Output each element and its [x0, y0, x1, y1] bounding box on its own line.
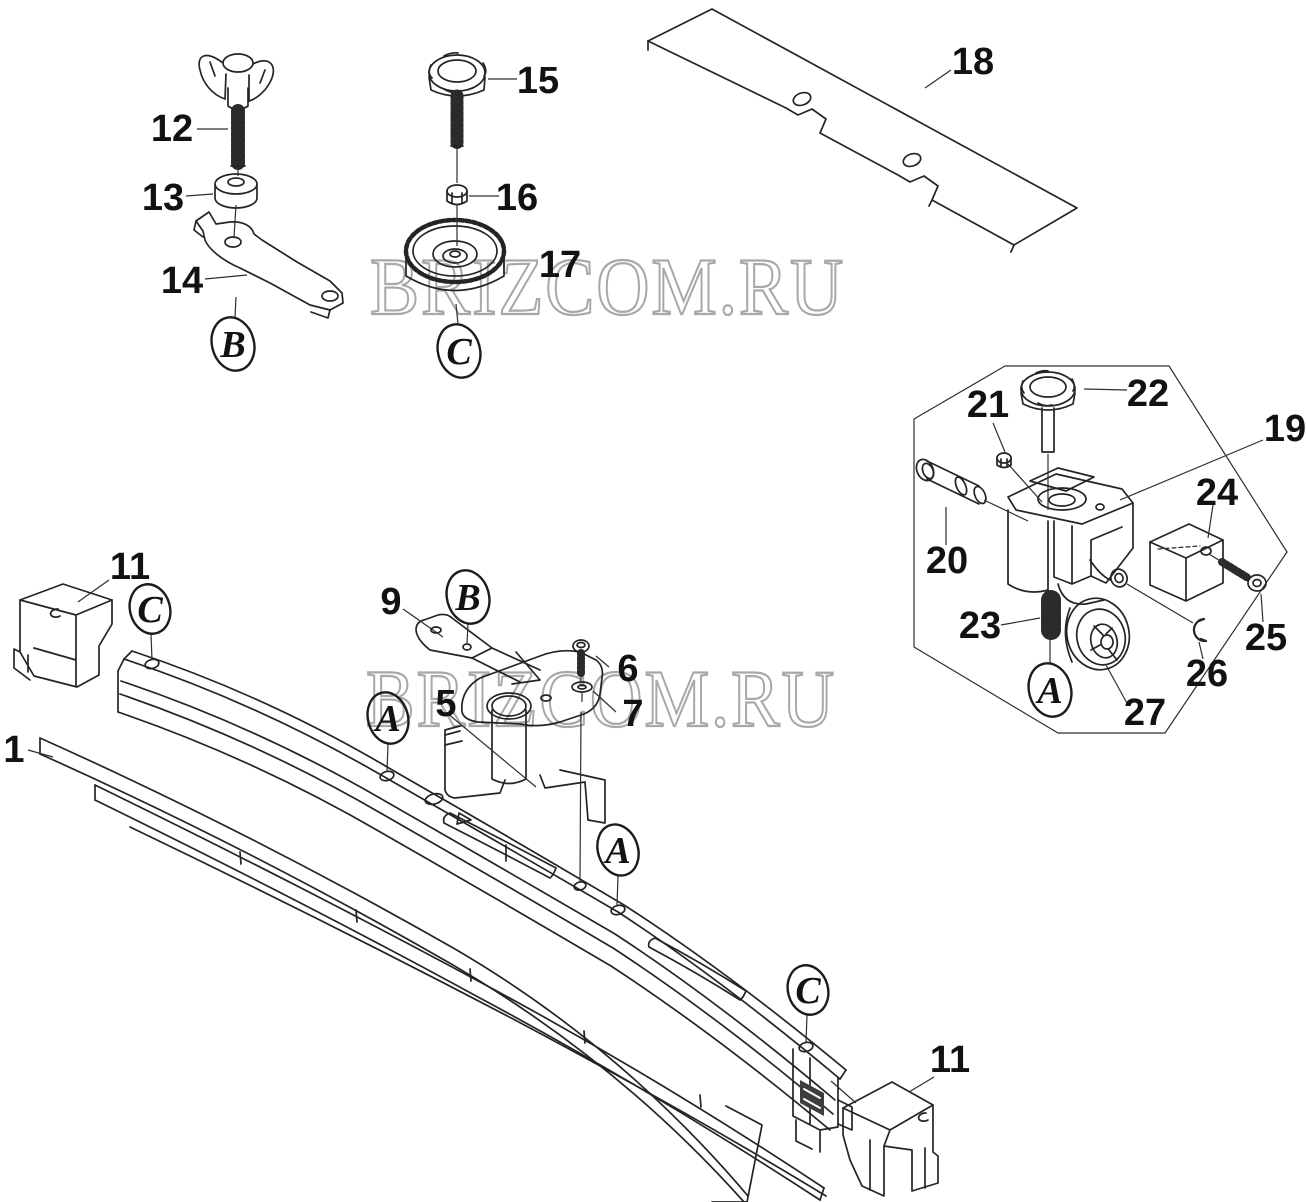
callout-a-rail-right: A: [596, 823, 640, 877]
part-11-left-end-cap-drawing: [13, 583, 113, 688]
callout-c-rail-left: C: [128, 583, 172, 635]
part-label-11-right: 11: [930, 1039, 970, 1081]
part-26-clip-drawing: [1192, 617, 1208, 643]
callout-b-bracket: B: [445, 569, 491, 625]
callout-a-detail-letter: A: [1035, 670, 1062, 712]
callout-c-rail-right: C: [786, 964, 830, 1016]
part-20-pin-drawing: [915, 458, 987, 505]
axis-lines: [233, 149, 1223, 1104]
squeegee-rail-drawing: [117, 650, 847, 1131]
part-label-16: 16: [496, 177, 538, 219]
part-12-wing-screw-drawing: [198, 53, 275, 172]
part-label-24: 24: [1196, 472, 1238, 514]
callout-a-rail-left-letter: A: [373, 698, 400, 740]
part-label-17: 17: [539, 244, 581, 286]
callout-b-bracket-letter: B: [454, 577, 480, 619]
part-label-15: 15: [517, 60, 559, 102]
part-22-knob-drawing: [1020, 369, 1076, 453]
part-16-nut-drawing: [446, 184, 468, 206]
leader-lines: [27, 69, 1264, 1093]
part-label-9: 9: [380, 581, 401, 623]
part-18-strap-plate-drawing: [647, 8, 1078, 253]
callout-c-rail-right-letter: C: [795, 970, 821, 1012]
middle-band-strip-drawing: [94, 784, 827, 1201]
part-21-nut-drawing: [996, 452, 1012, 469]
callout-b-arm: B: [210, 316, 256, 372]
part-label-13: 13: [142, 177, 184, 219]
part-13-bushing-drawing: [214, 173, 258, 209]
callout-c-roller: C: [436, 323, 482, 379]
part-label-18: 18: [952, 41, 994, 83]
callout-b-arm-letter: B: [219, 324, 245, 366]
part-label-1: 1: [3, 729, 24, 771]
part-label-25: 25: [1245, 617, 1287, 659]
part-label-19: 19: [1264, 408, 1306, 450]
part-15-star-knob-drawing: [428, 51, 487, 152]
part-27-roller-drawing: [1064, 597, 1131, 671]
part-label-26: 26: [1186, 653, 1228, 695]
detail-view-border: [913, 365, 1288, 734]
watermark-text-lower: BRIZCOM.RU: [366, 653, 836, 744]
watermark-layer: BRIZCOM.RU BRIZCOM.RU: [365, 240, 845, 745]
watermark-text-upper: BRIZCOM.RU: [370, 241, 845, 332]
part-24-block-drawing: [1149, 523, 1224, 602]
callout-c-roller-letter: C: [446, 331, 472, 373]
part-label-12: 12: [151, 108, 193, 150]
callout-c-rail-left-letter: C: [137, 589, 163, 631]
part-9-bracket-drawing: [415, 613, 604, 727]
rail-end-channel-drawing: [792, 1048, 853, 1153]
part-label-20: 20: [926, 540, 968, 582]
part-label-21: 21: [967, 384, 1009, 426]
part-label-27: 27: [1124, 692, 1166, 734]
part-25-screw-drawing: [1218, 558, 1267, 592]
part-label-22: 22: [1127, 373, 1169, 415]
part-1-blade-drawing: [39, 737, 763, 1202]
part-label-5: 5: [435, 683, 456, 725]
part-11-right-end-cap-drawing: [842, 1081, 939, 1197]
part-label-23: 23: [959, 605, 1001, 647]
part-17-roller-drawing: [403, 217, 507, 292]
part-6-screw-drawing: [572, 639, 590, 678]
part-14-lever-arm-drawing: [193, 211, 344, 319]
part-label-6: 6: [617, 648, 638, 690]
part-7-washer-drawing: [571, 681, 593, 693]
part-label-14: 14: [161, 260, 203, 302]
callout-a-rail-right-letter: A: [603, 830, 630, 872]
callouts-layer: B C C A B A C A: [128, 316, 1073, 1016]
part-label-7: 7: [622, 693, 643, 735]
callout-a-rail-left: A: [366, 691, 410, 745]
callout-a-detail: A: [1027, 662, 1073, 718]
part-labels-layer: 1 5 6 7 9 11 11 12 13 14 15 16 17 18 19 …: [3, 41, 1306, 1081]
part-19-clamp-body-drawing: [1007, 467, 1134, 605]
part-5-holder-drawing: [444, 692, 606, 824]
part-label-11-left: 11: [110, 546, 150, 588]
